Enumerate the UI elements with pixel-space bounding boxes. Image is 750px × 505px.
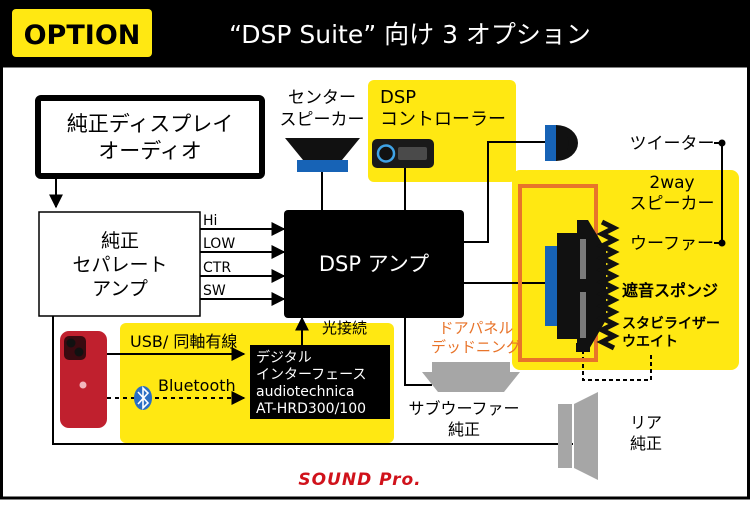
center-speaker-icon	[285, 138, 360, 160]
subwoofer-label-1: サブウーファー	[408, 399, 519, 418]
center-speaker-magnet	[297, 160, 348, 172]
head-unit-box	[35, 95, 265, 179]
separate-amp-label-2: セパレート	[72, 254, 167, 276]
dsp-controller-icon	[372, 139, 434, 168]
two-way-label-1: 2way	[649, 173, 694, 193]
sound-pro-logo: SOUND Pro.	[298, 470, 421, 490]
subwoofer-icon	[422, 362, 520, 392]
bracket-dot-top	[718, 139, 726, 147]
rear-label-2: 純正	[630, 434, 662, 453]
interface-label-3: audiotechnica	[256, 384, 355, 400]
usb-label: USB/ 同軸有線	[130, 332, 237, 351]
separate-amp-box	[38, 211, 201, 317]
channel-sw: SW	[203, 283, 226, 299]
controller-label-1: DSP	[380, 87, 416, 108]
separate-amp-label-1: 純正	[101, 230, 139, 252]
center-speaker-label-1: センター	[288, 88, 356, 108]
bracket-dot-bottom	[718, 239, 726, 247]
stabilizer-label-1: スタビライザー	[622, 316, 720, 332]
channel-low: LOW	[203, 236, 235, 252]
option-badge-label: OPTION	[24, 20, 141, 51]
woofer-label: ウーファー	[630, 234, 714, 254]
channel-hi: Hi	[203, 213, 217, 229]
sponge-icon	[596, 219, 620, 351]
smartphone-icon	[60, 331, 107, 428]
subwoofer-label-2: 純正	[448, 420, 480, 439]
outer-frame	[0, 64, 750, 500]
tweeter-icon	[545, 125, 578, 161]
head-unit-label-2: オーディオ	[98, 139, 202, 163]
rear-label-1: リア	[630, 413, 662, 432]
stabilizer-label-2: ウエイト	[622, 334, 678, 350]
interface-label-2: インターフェース	[256, 367, 366, 383]
tweeter-label: ツイーター	[630, 134, 715, 154]
dsp-amp-label: DSP アンプ	[319, 252, 429, 276]
digital-interface-box	[250, 345, 390, 419]
head-unit-label-1: 純正ディスプレイ	[67, 112, 234, 136]
deadening-label-2: デッドニング	[431, 338, 521, 356]
center-speaker-label-2: スピーカー	[280, 110, 365, 130]
page-title: “DSP Suite” 向け 3 オプション	[229, 20, 591, 49]
option-badge	[12, 9, 152, 57]
deadening-label-1: ドアパネル	[439, 319, 514, 337]
bluetooth-icon	[134, 386, 152, 410]
interface-label-1: デジタル	[256, 349, 312, 366]
two-way-label-2: スピーカー	[630, 194, 715, 214]
stabilizer-link	[582, 350, 652, 381]
stabilizer-weight-icon	[576, 343, 590, 352]
wiring	[49, 141, 723, 445]
separate-amp-label-3: アンプ	[92, 278, 148, 300]
bluetooth-label: Bluetooth	[158, 376, 236, 395]
channel-ctr: CTR	[203, 260, 231, 276]
optical-label: 光接続	[322, 319, 367, 337]
controller-label-2: コントローラー	[380, 109, 506, 130]
rear-speaker-icon	[558, 392, 598, 480]
sponge-label: 遮音スポンジ	[622, 281, 718, 300]
interface-label-4: AT-HRD300/100	[256, 401, 366, 417]
dsp-amp-box	[284, 210, 464, 318]
